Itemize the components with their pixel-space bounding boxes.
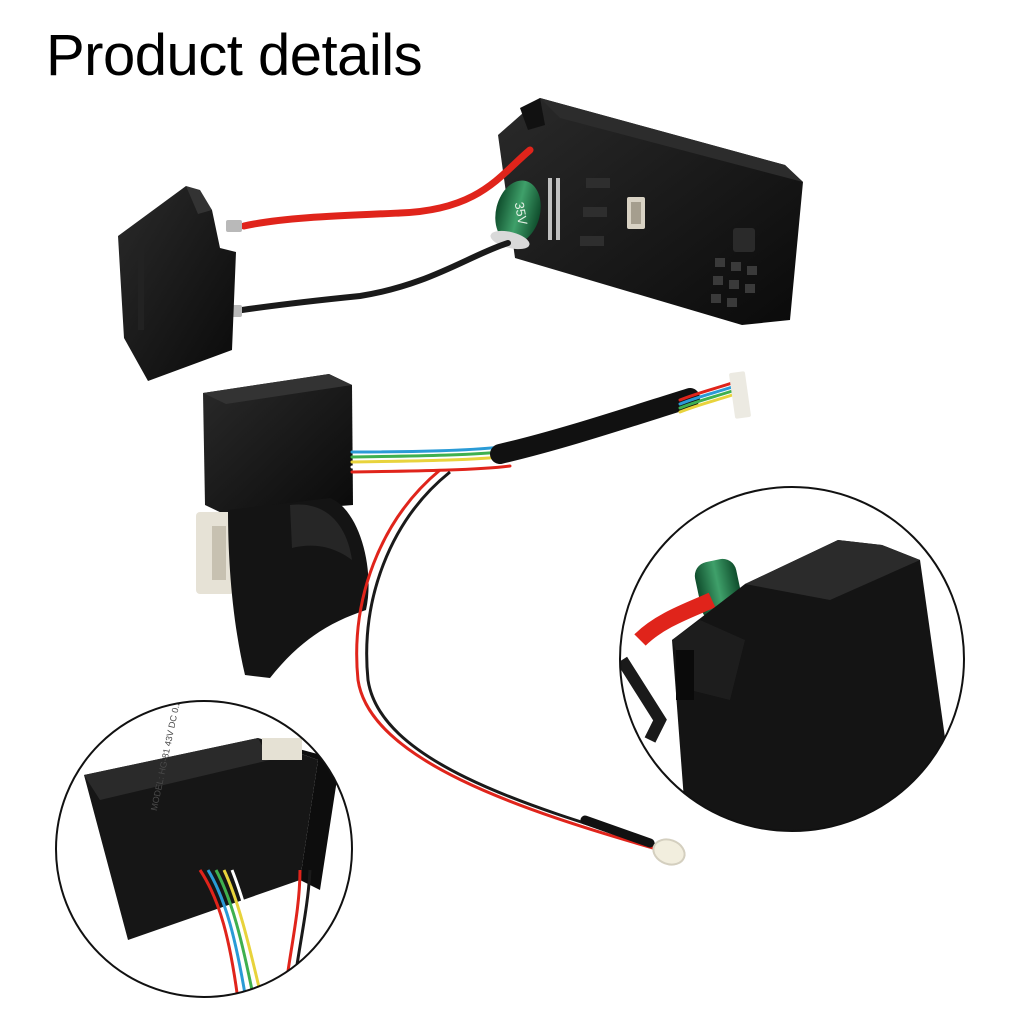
capacitor: 35V [490, 180, 541, 250]
zoom-circle-switch-label: MODEL: HG-81 43V DC 0.2A [55, 700, 353, 998]
capacitor-marking: 35V [512, 201, 531, 227]
ribbon-plug [729, 371, 751, 419]
side-button [733, 228, 755, 252]
slot [580, 236, 604, 246]
trigger-switch [196, 374, 369, 678]
zoom-circle-capacitor [619, 486, 965, 832]
red-wire [240, 146, 534, 230]
led-red-wire [355, 468, 661, 852]
ribbon-cable [350, 380, 737, 474]
page-title: Product details [46, 23, 423, 88]
controller-box: 35V [490, 98, 803, 325]
connector-block [118, 186, 236, 381]
led-black-wire [365, 470, 661, 848]
vent-grid [711, 258, 757, 307]
slot [583, 207, 607, 217]
black-wire [239, 240, 511, 313]
slot [586, 178, 610, 188]
led [652, 838, 686, 866]
